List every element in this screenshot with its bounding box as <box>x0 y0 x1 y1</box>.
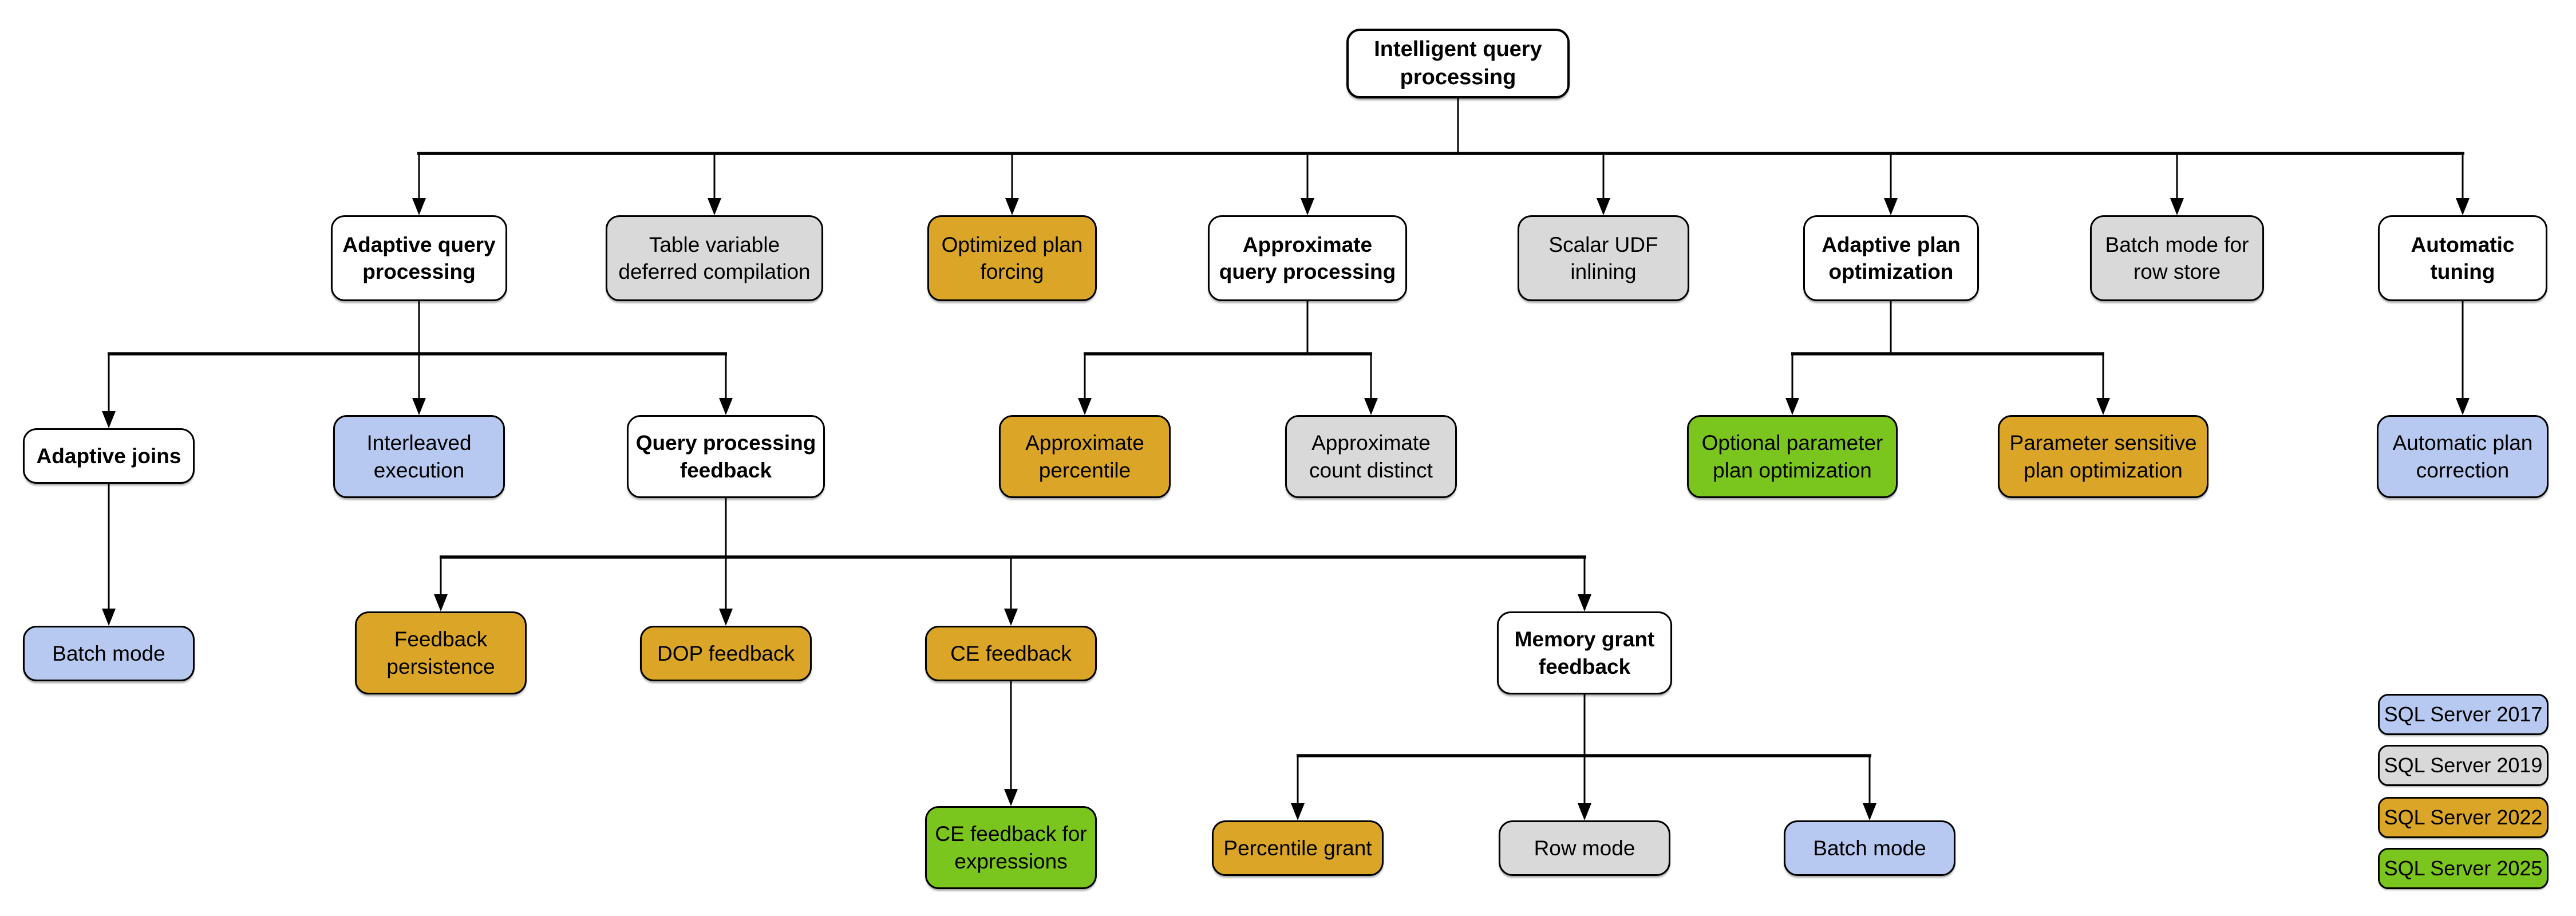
legend-item-sql-server-2019: SQL Server 2019 <box>2378 745 2549 786</box>
node-label: Approximate percentile <box>1025 431 1144 482</box>
node-memory-grant-feedback: Memory grant feedback <box>1497 611 1672 694</box>
node-table-variable-deferred-compilation: Table variable deferred compilation <box>606 215 823 301</box>
node-label: Scalar UDF inlining <box>1548 232 1658 283</box>
node-optional-parameter-plan-optimization: Optional parameter plan optimization <box>1687 415 1898 498</box>
node-label: Approximate query processing <box>1219 232 1396 283</box>
node-label: Interleaved execution <box>366 431 472 482</box>
node-automatic-plan-correction: Automatic plan correction <box>2377 415 2549 498</box>
node-intelligent-query-processing: Intelligent query processing <box>1346 29 1570 98</box>
node-label: Feedback persistence <box>386 627 495 678</box>
node-row-mode: Row mode <box>1499 820 1670 876</box>
node-feedback-persistence: Feedback persistence <box>355 611 527 694</box>
legend-item-sql-server-2025: SQL Server 2025 <box>2378 848 2549 889</box>
node-label: Approximate count distinct <box>1309 431 1433 482</box>
node-approximate-count-distinct: Approximate count distinct <box>1285 415 1457 498</box>
node-percentile-grant: Percentile grant <box>1212 820 1384 876</box>
node-adaptive-joins: Adaptive joins <box>23 428 195 484</box>
node-automatic-tuning: Automatic tuning <box>2378 215 2547 301</box>
node-label: Memory grant feedback <box>1514 627 1655 678</box>
node-adaptive-query-processing: Adaptive query processing <box>331 215 507 301</box>
node-parameter-sensitive-plan-optimization: Parameter sensitive plan optimization <box>1998 415 2208 498</box>
node-label: DOP feedback <box>657 641 795 665</box>
node-ce-feedback: CE feedback <box>925 626 1097 681</box>
node-batch-mode-for-row-store: Batch mode for row store <box>2090 215 2264 301</box>
node-label: Automatic tuning <box>2411 232 2515 283</box>
node-approximate-query-processing: Approximate query processing <box>1208 215 1407 301</box>
node-batch-mode-adaptive-joins: Batch mode <box>23 626 195 681</box>
node-label: Optimized plan forcing <box>941 232 1083 283</box>
node-label: Batch mode <box>1813 836 1926 860</box>
node-approximate-percentile: Approximate percentile <box>999 415 1171 498</box>
node-ce-feedback-for-expressions: CE feedback for expressions <box>925 806 1097 889</box>
node-label: Intelligent query processing <box>1374 37 1542 89</box>
legend-label: SQL Server 2017 <box>2384 702 2543 726</box>
vertical-lines <box>108 98 2464 804</box>
node-optimized-plan-forcing: Optimized plan forcing <box>927 215 1097 301</box>
node-adaptive-plan-optimization: Adaptive plan optimization <box>1803 215 1979 301</box>
node-label: Query processing feedback <box>635 431 816 482</box>
legend-item-sql-server-2022: SQL Server 2022 <box>2378 797 2549 838</box>
node-interleaved-execution: Interleaved execution <box>333 415 505 498</box>
node-dop-feedback: DOP feedback <box>640 626 812 681</box>
legend-item-sql-server-2017: SQL Server 2017 <box>2378 694 2549 735</box>
node-label: Adaptive query processing <box>342 232 496 283</box>
node-label: Automatic plan correction <box>2392 431 2533 482</box>
node-label: CE feedback <box>950 641 1072 665</box>
node-query-processing-feedback: Query processing feedback <box>627 415 825 498</box>
legend-label: SQL Server 2019 <box>2384 753 2543 777</box>
node-label: Batch mode for row store <box>2105 232 2249 283</box>
node-batch-mode-memory-grant: Batch mode <box>1784 820 1955 876</box>
legend-label: SQL Server 2025 <box>2384 856 2543 880</box>
legend-label: SQL Server 2022 <box>2384 806 2543 829</box>
node-label: Batch mode <box>52 641 165 665</box>
bus-lines <box>108 152 2464 757</box>
node-scalar-udf-inlining: Scalar UDF inlining <box>1518 215 1689 301</box>
node-label: Optional parameter plan optimization <box>1701 431 1883 482</box>
node-label: CE feedback for expressions <box>935 822 1087 873</box>
node-label: Adaptive joins <box>36 444 181 468</box>
node-label: Percentile grant <box>1223 836 1372 860</box>
node-label: Row mode <box>1534 836 1635 860</box>
node-label: Parameter sensitive plan optimization <box>2009 431 2197 482</box>
node-label: Table variable deferred compilation <box>618 232 811 283</box>
node-label: Adaptive plan optimization <box>1822 232 1961 283</box>
